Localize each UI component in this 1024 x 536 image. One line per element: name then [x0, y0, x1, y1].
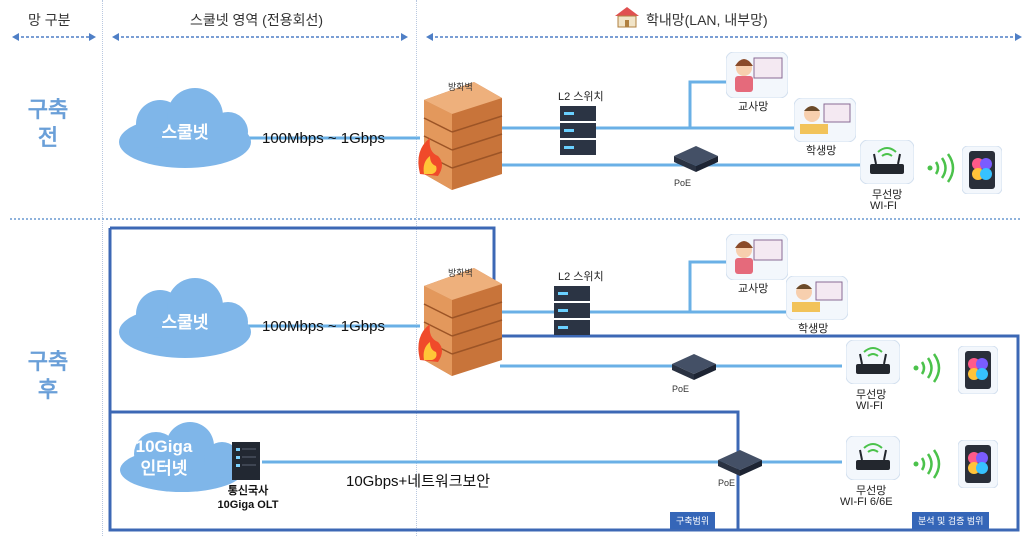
poe-label-giga: PoE [718, 478, 736, 488]
poe-switch-icon [670, 144, 720, 174]
teacher-net-label-after: 교사망 [738, 283, 769, 295]
divider-col1 [102, 0, 103, 536]
header-network-type: 망 구분 [28, 12, 71, 28]
student-computer-icon [785, 275, 849, 321]
tablet-icon [957, 345, 999, 395]
poe-label-after: PoE [672, 384, 690, 394]
school-house-icon [614, 6, 640, 28]
header-schoolnet-area: 스쿨넷 영역 (전용회선) [190, 12, 324, 28]
student-net-label-after: 학생망 [798, 323, 829, 335]
cloud-icon [110, 86, 260, 172]
giga-cloud-label: 10Giga 인터넷 [135, 437, 193, 478]
teacher-net-label-before: 교사망 [738, 101, 769, 113]
teacher-computer-icon [725, 233, 789, 281]
student-net-label-before: 학생망 [806, 145, 837, 157]
firewall-label-before: 방화벽 [448, 82, 473, 92]
speed-label-after: 100Mbps ~ 1Gbps [262, 318, 385, 335]
wifi-label-before: WI-FI [870, 200, 897, 212]
wifi-router-icon [859, 139, 915, 185]
firewall-icon [414, 268, 504, 376]
speed-label-giga: 10Gbps+네트워크보안 [346, 473, 491, 490]
wifi-label-after: WI-FI [856, 400, 883, 412]
scope-analysis-tag: 분석 및 검증 범위 [912, 512, 990, 529]
firewall-icon [414, 82, 504, 190]
student-computer-icon [793, 97, 857, 143]
l2-switch-label-after: L2 스위치 [558, 271, 604, 283]
poe-switch-icon [668, 352, 718, 382]
poe-label-before: PoE [674, 178, 692, 188]
olt-server-icon [230, 440, 262, 482]
l2-switch-icon [552, 284, 592, 338]
tablet-icon [961, 145, 1003, 195]
header-arrows [12, 33, 1022, 41]
wifi-router-icon [845, 435, 901, 481]
wireless-label-giga: 무선망 [856, 485, 887, 497]
cloud-label-schoolnet-after: 스쿨넷 [161, 313, 209, 332]
teacher-computer-icon [725, 51, 789, 99]
wireless-label-before: 무선망 [872, 189, 903, 201]
firewall-label-after: 방화벽 [448, 268, 473, 278]
wifi6-label: WI-FI 6/6E [840, 496, 893, 508]
row-label-after: 구축 후 [27, 349, 69, 402]
poe-switch-icon [714, 448, 764, 478]
header-campus-network: 학내망(LAN, 내부망) [646, 12, 768, 28]
wifi-router-icon [845, 339, 901, 385]
l2-switch-icon [558, 104, 598, 158]
cloud-label-schoolnet: 스쿨넷 [161, 123, 209, 142]
speed-label-before: 100Mbps ~ 1Gbps [262, 130, 385, 147]
wireless-label-after: 무선망 [856, 389, 887, 401]
divider-rows [10, 218, 1020, 220]
tablet-icon [957, 439, 999, 489]
cloud-icon [110, 276, 260, 362]
olt-label: 통신국사 10Giga OLT [217, 485, 279, 511]
divider-col2 [416, 0, 417, 536]
scope-build-tag: 구축범위 [670, 512, 716, 529]
row-label-before: 구축 전 [27, 97, 69, 150]
giga-cloud-icon [114, 420, 250, 496]
l2-switch-label-before: L2 스위치 [558, 91, 604, 103]
